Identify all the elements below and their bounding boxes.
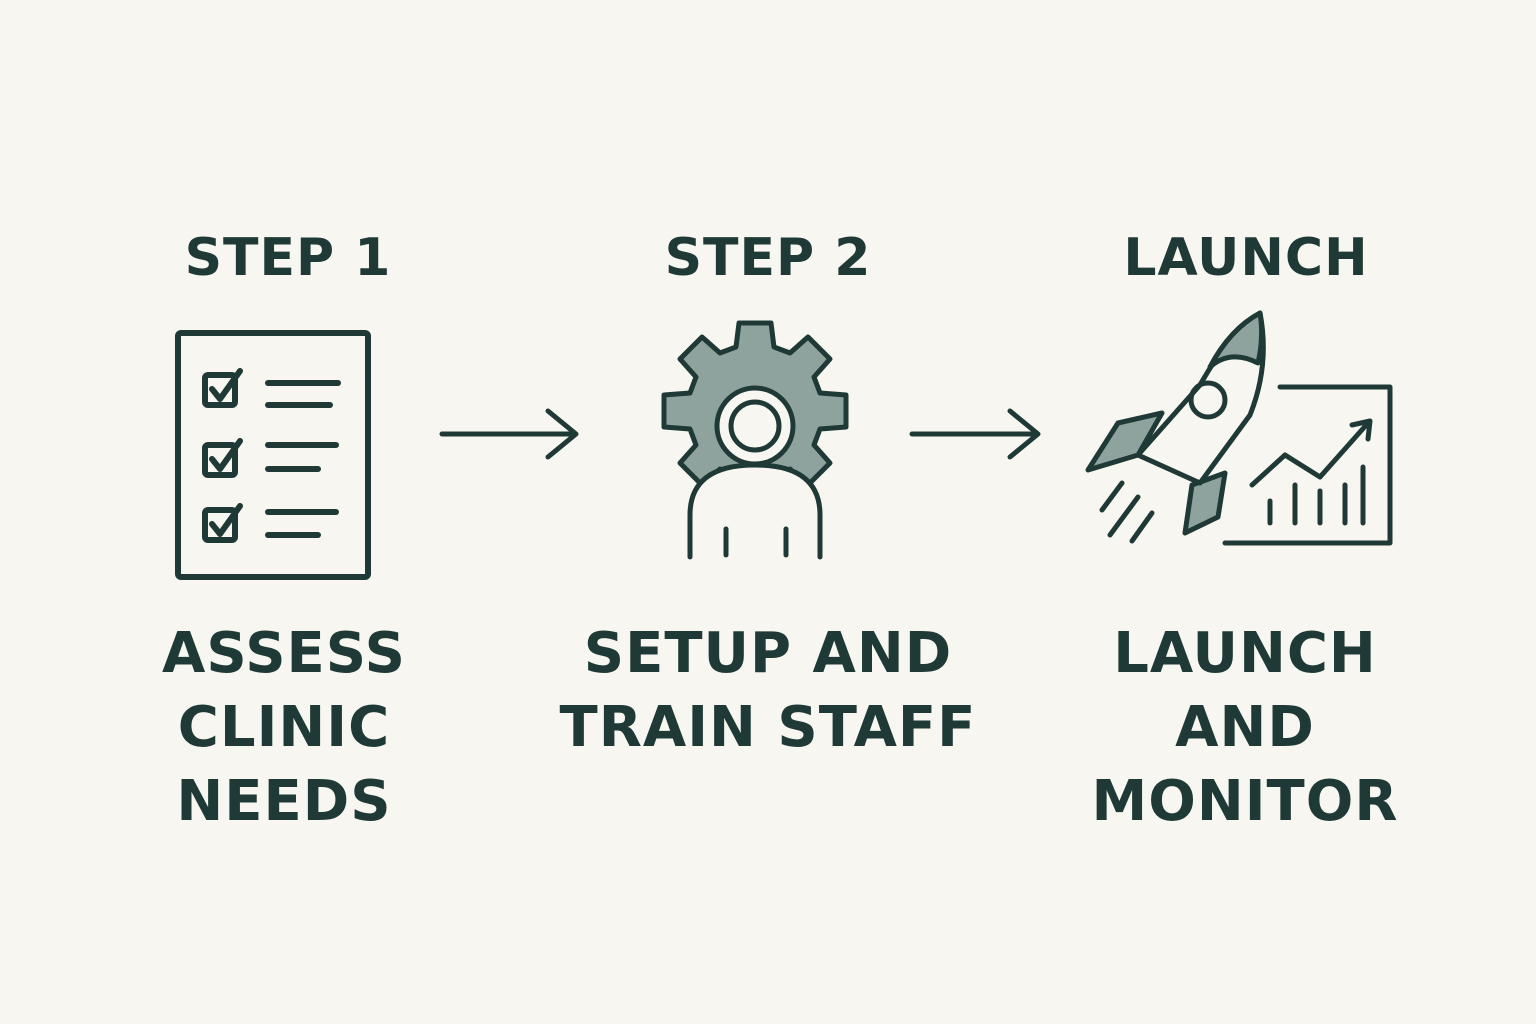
step-1-title: STEP 1 — [184, 228, 392, 288]
caption-line: MONITOR — [1091, 769, 1399, 834]
caption-line: LAUNCH — [1113, 621, 1377, 686]
caption-line: CLINIC — [177, 695, 391, 760]
rocket-chart-icon — [1080, 305, 1400, 555]
caption-line: TRAIN STAFF — [559, 695, 977, 760]
caption-line: AND — [1175, 695, 1315, 760]
caption-line: NEEDS — [176, 769, 392, 834]
step-2-title: STEP 2 — [664, 228, 872, 288]
checklist-icon — [168, 325, 378, 585]
step-2-caption: SETUP AND TRAIN STAFF — [528, 617, 1008, 765]
gear-person-icon — [640, 315, 870, 565]
step-3-title: LAUNCH — [1123, 228, 1369, 288]
step-3-caption: LAUNCH AND MONITOR — [1005, 617, 1485, 839]
arrow-right-icon — [906, 405, 1056, 465]
caption-line: SETUP AND — [583, 621, 953, 686]
step-1-caption: ASSESS CLINIC NEEDS — [44, 617, 524, 839]
arrow-right-icon — [436, 405, 586, 465]
caption-line: ASSESS — [162, 621, 406, 686]
